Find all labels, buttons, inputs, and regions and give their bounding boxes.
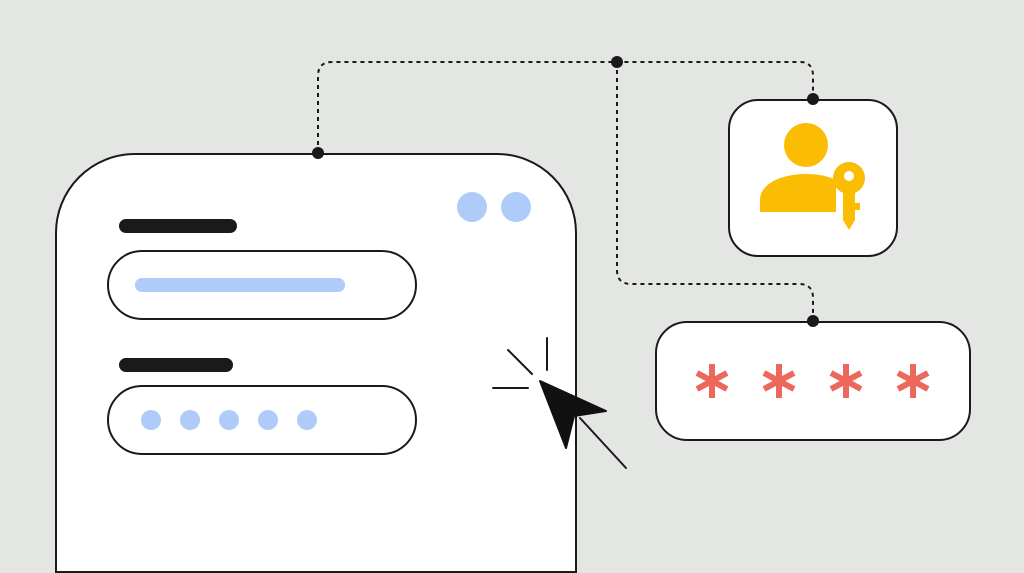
connector-dot xyxy=(807,315,819,327)
password-dot xyxy=(219,410,239,430)
illustration-scene xyxy=(55,56,971,573)
password-dot xyxy=(180,410,200,430)
mouse-pointer-click-icon xyxy=(492,337,627,469)
connector-dot xyxy=(807,93,819,105)
password-dot xyxy=(141,410,161,430)
password-dot xyxy=(297,410,317,430)
connector-nodes xyxy=(312,56,819,327)
asterisk-icon xyxy=(762,364,796,398)
username-input-value xyxy=(135,278,345,292)
password-dot xyxy=(258,410,278,430)
connector-down-path xyxy=(616,62,814,321)
connector-top-path xyxy=(317,61,814,153)
window-control-dot[interactable] xyxy=(501,192,531,222)
window-control-dot[interactable] xyxy=(457,192,487,222)
connector-dot xyxy=(312,147,324,159)
user-key-icon xyxy=(760,123,865,230)
password-asterisks xyxy=(695,364,930,398)
connector-lines xyxy=(317,61,814,321)
username-label xyxy=(119,219,237,233)
asterisk-icon xyxy=(896,364,930,398)
asterisk-icon xyxy=(695,364,729,398)
password-label xyxy=(119,358,233,372)
connector-dot xyxy=(611,56,623,68)
asterisk-icon xyxy=(829,364,863,398)
